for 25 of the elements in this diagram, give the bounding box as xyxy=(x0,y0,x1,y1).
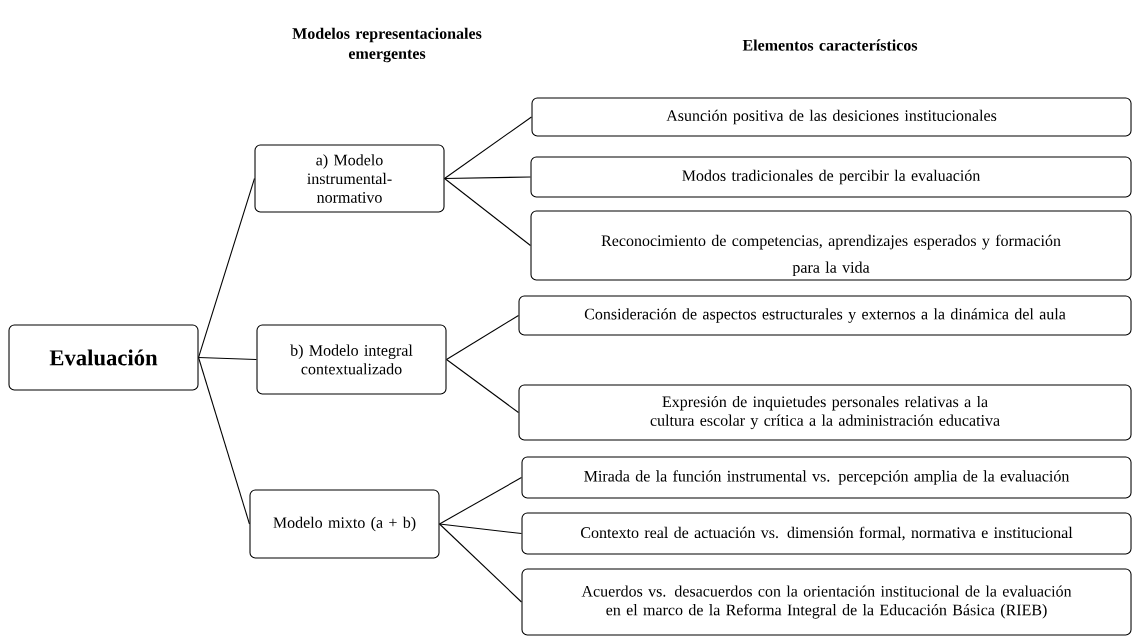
connector-line xyxy=(198,356,257,361)
connector-line xyxy=(446,314,519,361)
model-box: a) Modelo instrumental-normativo xyxy=(254,144,445,213)
topic-box: Evaluación xyxy=(8,324,199,391)
connector-line xyxy=(198,177,255,359)
element-box: Expresión de inquietudes personales relativas a la cultura escolar y crítica a la administración educativa xyxy=(518,384,1132,441)
element-box: Mirada de la función instrumental vs. percepción amplia de la evaluación xyxy=(521,456,1132,499)
connector-line xyxy=(444,177,531,247)
connector-line xyxy=(439,523,522,603)
connector-line xyxy=(444,176,531,180)
column-heading: Modelos representacionales emergentes xyxy=(292,27,482,63)
element-box: Modos tradicionales de percibir la evaluación xyxy=(530,156,1132,198)
connector-line xyxy=(198,356,250,525)
connector-line xyxy=(439,523,522,535)
model-box: b) Modelo integral contextualizado xyxy=(256,324,447,395)
connector-line xyxy=(444,116,532,180)
column-heading: Elementos característicos xyxy=(742,39,918,51)
model-box: Modelo mixto (a + b) xyxy=(249,489,440,559)
element-box: Asunción positiva de las desiciones institucionales xyxy=(531,97,1132,137)
element-box: Reconocimiento de competencias, aprendizajes esperados y formación para la vida xyxy=(530,210,1132,281)
connector-line xyxy=(439,476,522,525)
element-box: Acuerdos vs. desacuerdos con la orientación institucional de la evaluación en el marco de la Reforma Integral de la Educación Básica (RIEB) xyxy=(521,568,1132,636)
connector-line xyxy=(446,358,519,414)
element-box: Consideración de aspectos estructurales y externos a la dinámica del aula xyxy=(518,295,1132,336)
element-box: Contexto real de actuación vs. dimensión formal, normativa e institucional xyxy=(521,512,1132,555)
